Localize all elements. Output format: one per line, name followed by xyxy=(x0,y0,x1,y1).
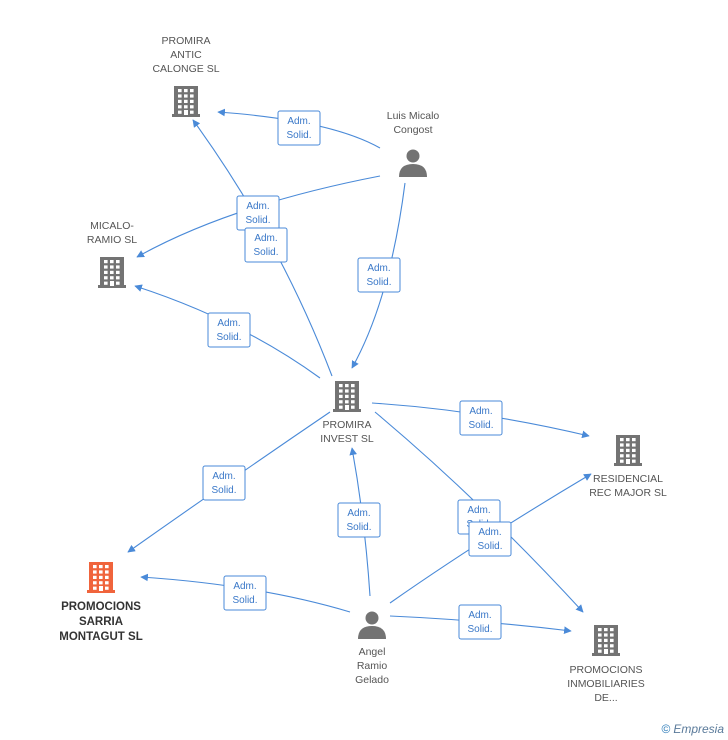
edge-label-text: Adm. xyxy=(347,508,370,519)
building-icon xyxy=(333,381,361,412)
edge-label-text: Adm. xyxy=(468,610,491,621)
node-promocions-inmob[interactable]: PROMOCIONS INMOBILIARIES DE... xyxy=(567,625,645,704)
edge-label[interactable]: Adm. Solid. xyxy=(244,227,288,263)
node-label: Luis Micalo xyxy=(387,110,440,122)
edge-label-text: Solid. xyxy=(286,130,311,141)
brand-logo[interactable]: Empresia xyxy=(673,722,724,736)
node-promira-invest[interactable]: PROMIRA INVEST SL xyxy=(320,381,374,445)
edge-label-box xyxy=(202,465,246,501)
node-label: INVEST SL xyxy=(320,433,374,445)
node-label: PROMIRA xyxy=(161,35,210,47)
node-label: Congost xyxy=(393,124,432,136)
edge-label-text: Adm. xyxy=(469,406,492,417)
node-promocions-sarria[interactable]: PROMOCIONS SARRIA MONTAGUT SL xyxy=(59,562,143,643)
node-label: RAMIO SL xyxy=(87,234,137,246)
edge-label-text: Adm. xyxy=(246,201,269,212)
edge-label[interactable]: Adm. Solid. xyxy=(458,604,502,640)
person-icon xyxy=(399,149,427,177)
edge-label-text: Solid. xyxy=(477,541,502,552)
edge-label-box xyxy=(244,227,288,263)
edge-label-text: Adm. xyxy=(217,318,240,329)
edge-labels-layer: Adm. Solid. Adm. Solid. Adm. Solid. Adm. Solid.… xyxy=(202,110,512,640)
building-icon xyxy=(172,86,200,117)
edge-label-box xyxy=(468,521,512,557)
edge-label-text: Solid. xyxy=(346,522,371,533)
node-label: INMOBILIARIES xyxy=(567,678,645,690)
edge-label-box xyxy=(207,312,251,348)
edge-label-box xyxy=(357,257,401,293)
node-label: PROMOCIONS xyxy=(570,664,643,676)
edge-label-box xyxy=(337,502,381,538)
edge-label-box xyxy=(459,400,503,436)
edge-label-text: Solid. xyxy=(232,595,257,606)
edge-label[interactable]: Adm. Solid. xyxy=(277,110,321,146)
edges-layer xyxy=(127,108,592,634)
node-label: ANTIC xyxy=(170,49,202,61)
edge-label-box xyxy=(277,110,321,146)
node-label: MONTAGUT SL xyxy=(59,631,142,643)
edge-label[interactable]: Adm. Solid. xyxy=(207,312,251,348)
edge-label-text: Adm. xyxy=(254,233,277,244)
copyright-symbol: © xyxy=(661,722,671,736)
edge-label[interactable]: Adm. Solid. xyxy=(357,257,401,293)
edge-label-text: Solid. xyxy=(468,420,493,431)
node-label: Angel xyxy=(359,646,386,658)
node-label: Ramio xyxy=(357,660,388,672)
node-label: CALONGE SL xyxy=(152,63,219,75)
edge-label[interactable]: Adm. Solid. xyxy=(236,195,280,231)
node-label: SARRIA xyxy=(79,616,123,628)
node-label: PROMOCIONS xyxy=(61,601,141,613)
edge-label-text: Solid. xyxy=(366,277,391,288)
building-icon xyxy=(592,625,620,656)
node-label: DE... xyxy=(594,692,617,704)
edge-label-box xyxy=(223,575,267,611)
node-micalo-ramio[interactable]: MICALO- RAMIO SL xyxy=(87,220,137,288)
node-label: Gelado xyxy=(355,674,389,686)
edge-label[interactable]: Adm. Solid. xyxy=(223,575,267,611)
edge-label[interactable]: Adm. Solid. xyxy=(468,521,512,557)
node-label: REC MAJOR SL xyxy=(589,487,667,499)
edge-label-text: Adm. xyxy=(367,263,390,274)
node-promira-antic[interactable]: PROMIRA ANTIC CALONGE SL xyxy=(152,35,220,117)
node-label: MICALO- xyxy=(90,220,134,232)
edge-label-text: Adm. xyxy=(212,471,235,482)
building-icon xyxy=(98,257,126,288)
footer: ©Empresia xyxy=(661,722,724,736)
building-icon xyxy=(614,435,642,466)
edge-label-text: Solid. xyxy=(245,215,270,226)
edge-label-text: Solid. xyxy=(211,485,236,496)
edge-label-text: Adm. xyxy=(478,527,501,538)
edge-label-text: Solid. xyxy=(467,624,492,635)
edge-label-text: Solid. xyxy=(216,332,241,343)
edge-label-text: Adm. xyxy=(287,116,310,127)
edge-label-text: Adm. xyxy=(233,581,256,592)
node-label: RESIDENCIAL xyxy=(593,473,663,485)
person-icon xyxy=(358,611,386,639)
node-residencial-rec[interactable]: RESIDENCIAL REC MAJOR SL xyxy=(589,435,667,499)
edge-label[interactable]: Adm. Solid. xyxy=(202,465,246,501)
edge-label-text: Adm. xyxy=(467,505,490,516)
building-icon xyxy=(87,562,115,593)
node-label: PROMIRA xyxy=(322,419,371,431)
edge-label-box xyxy=(458,604,502,640)
nodes-layer: PROMIRA ANTIC CALONGE SL Luis MicaloCongost… xyxy=(59,35,667,704)
edge-label-text: Solid. xyxy=(253,247,278,258)
edge-label[interactable]: Adm. Solid. xyxy=(337,502,381,538)
edge-label[interactable]: Adm. Solid. xyxy=(459,400,503,436)
